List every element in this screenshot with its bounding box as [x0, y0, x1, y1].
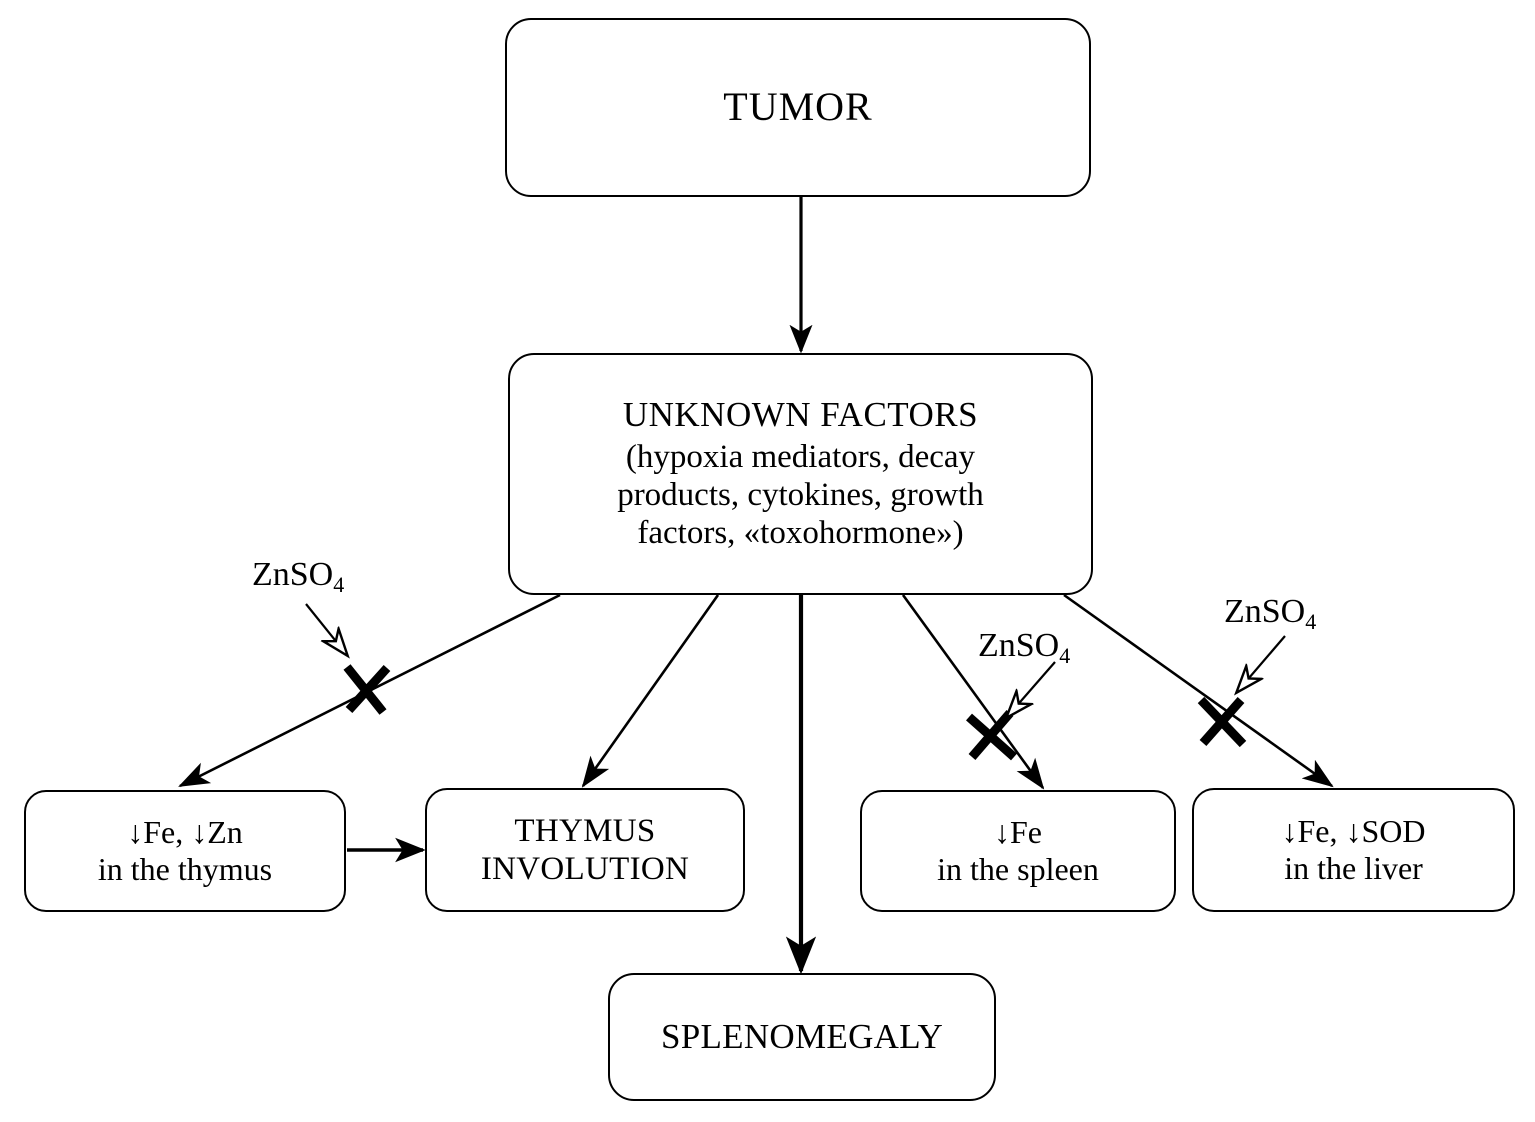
node-unknown-factors-detail-2: products, cytokines, growth	[617, 477, 984, 514]
block-marker-liver	[1197, 696, 1247, 748]
block-marker-thymus	[343, 664, 391, 715]
node-unknown-factors-detail-3: factors, «toxohormone»)	[637, 515, 964, 552]
node-unknown-factors-detail-1: (hypoxia mediators, decay	[625, 438, 976, 475]
node-thymus-fe-zn[interactable]: ↓Fe, ↓Zn in the thymus	[24, 790, 346, 912]
node-thymus-fe-zn-line-2: in the thymus	[97, 851, 273, 887]
node-liver-fe-sod-line-2: in the liver	[1284, 850, 1423, 886]
node-tumor[interactable]: TUMOR	[505, 18, 1091, 197]
node-thymus-fe-zn-line-1: ↓Fe, ↓Zn	[127, 813, 243, 850]
block-marker-spleen	[966, 710, 1017, 761]
node-liver-fe-sod-line-1: ↓Fe, ↓SOD	[1281, 812, 1426, 849]
node-spleen-fe-line-2: in the spleen	[937, 851, 1099, 887]
edge-unknown-factors-to-thymus-involution	[581, 594, 720, 788]
annotation-znso4-thymus-formula: ZnSO	[252, 556, 334, 593]
inhibitor-arrow-thymus	[305, 603, 347, 655]
node-thymus-involution-line-1: THYMUS	[514, 812, 656, 849]
inhibitor-arrow-spleen	[1007, 661, 1056, 717]
node-thymus-involution-line-2: INVOLUTION	[480, 851, 690, 887]
annotation-znso4-liver: ZnSO4	[1224, 593, 1316, 633]
edge-unknown-factors-to-liver-fe-sod	[1063, 593, 1334, 788]
annotation-znso4-spleen: ZnSO4	[978, 627, 1070, 667]
node-unknown-factors[interactable]: UNKNOWN FACTORS (hypoxia mediators, deca…	[508, 353, 1093, 595]
node-splenomegaly[interactable]: SPLENOMEGALY	[608, 973, 996, 1101]
node-thymus-involution[interactable]: THYMUS INVOLUTION	[425, 788, 745, 912]
node-spleen-fe[interactable]: ↓Fe in the spleen	[860, 790, 1176, 912]
node-splenomegaly-label: SPLENOMEGALY	[660, 1016, 944, 1056]
node-unknown-factors-title: UNKNOWN FACTORS	[622, 395, 979, 435]
inhibitor-arrow-liver	[1237, 635, 1286, 692]
annotation-znso4-thymus: ZnSO4	[252, 556, 344, 596]
annotation-znso4-liver-subscript: 4	[1305, 609, 1317, 634]
annotation-znso4-thymus-subscript: 4	[333, 572, 345, 597]
node-tumor-label: TUMOR	[723, 84, 873, 130]
node-liver-fe-sod[interactable]: ↓Fe, ↓SOD in the liver	[1192, 788, 1515, 912]
annotation-znso4-spleen-formula: ZnSO	[978, 627, 1060, 664]
annotation-znso4-spleen-subscript: 4	[1059, 643, 1071, 668]
node-spleen-fe-line-1: ↓Fe	[994, 813, 1042, 850]
edge-unknown-factors-to-spleen-fe	[901, 594, 1045, 790]
annotation-znso4-liver-formula: ZnSO	[1224, 593, 1306, 630]
